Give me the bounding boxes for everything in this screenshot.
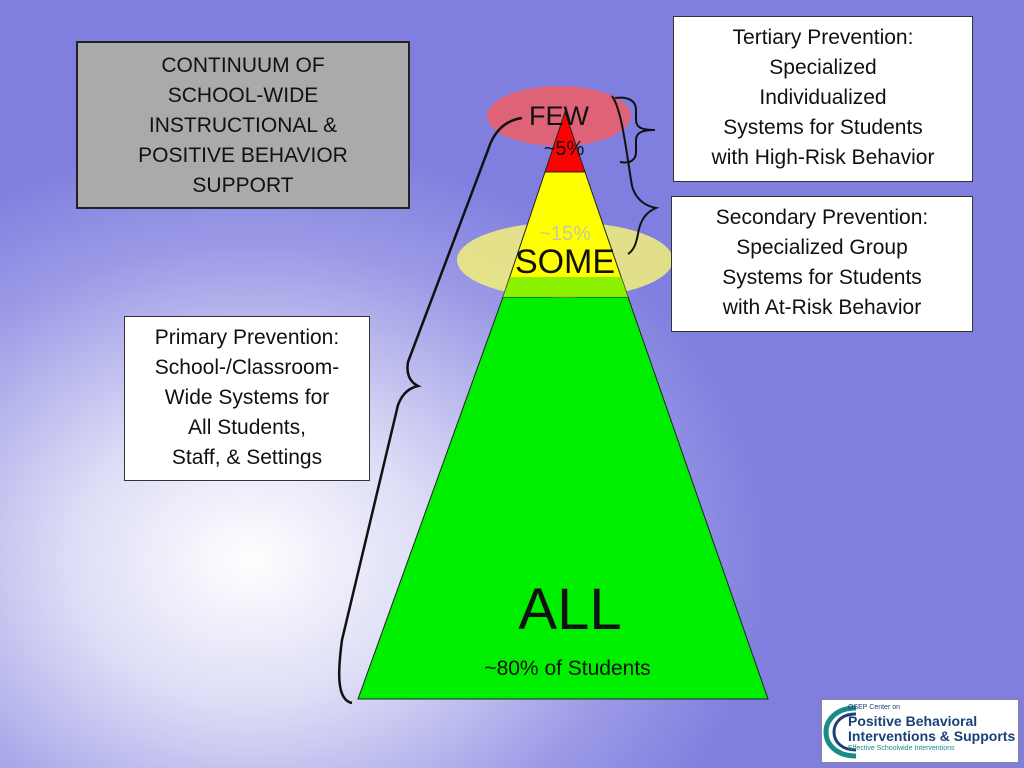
tertiary-brace bbox=[614, 96, 656, 164]
title-line: POSITIVE BEHAVIOR bbox=[138, 144, 348, 167]
secondary-line: Secondary Prevention: bbox=[715, 206, 929, 229]
tertiary-line: Individualized bbox=[759, 86, 887, 109]
pyramid-tier-few bbox=[544, 110, 586, 173]
few-percent: ~5% bbox=[543, 138, 585, 160]
secondary-line: Systems for Students bbox=[722, 266, 922, 289]
all-label: ALL bbox=[518, 577, 622, 642]
tertiary-line: with High-Risk Behavior bbox=[711, 146, 935, 169]
tertiary-line: Tertiary Prevention: bbox=[732, 26, 914, 49]
tertiary-line: Systems for Students bbox=[723, 116, 923, 139]
some-percent: ~15% bbox=[539, 223, 591, 245]
tertiary-prevention-box: Tertiary Prevention: Specialized Individ… bbox=[673, 16, 973, 182]
pbis-logo: OSEP Center on Positive Behavioral Inter… bbox=[821, 699, 1019, 763]
secondary-line: Specialized Group bbox=[736, 236, 908, 259]
logo-line4: Effective Schoolwide Interventions bbox=[848, 745, 955, 752]
logo-line3: Interventions & Supports bbox=[848, 728, 1016, 744]
some-label: SOME bbox=[514, 243, 616, 281]
secondary-line: with At-Risk Behavior bbox=[722, 296, 922, 319]
primary-line: School-/Classroom- bbox=[154, 356, 340, 379]
title-line: INSTRUCTIONAL & bbox=[148, 114, 338, 137]
secondary-prevention-box: Secondary Prevention: Specialized Group … bbox=[671, 196, 973, 332]
title-box: CONTINUUM OF SCHOOL-WIDE INSTRUCTIONAL &… bbox=[76, 41, 410, 209]
title-line: SUPPORT bbox=[192, 174, 294, 197]
few-highlight-ellipse bbox=[487, 86, 631, 146]
secondary-brace bbox=[611, 95, 660, 255]
primary-line: Staff, & Settings bbox=[171, 446, 323, 469]
primary-line: All Students, bbox=[188, 416, 306, 439]
primary-prevention-box: Primary Prevention: School-/Classroom- W… bbox=[124, 316, 370, 481]
primary-line: Primary Prevention: bbox=[154, 326, 340, 349]
primary-line: Wide Systems for bbox=[164, 386, 330, 409]
all-percent: ~80% of Students bbox=[484, 657, 651, 680]
title-line: SCHOOL-WIDE bbox=[167, 84, 319, 107]
title-line: CONTINUUM OF bbox=[161, 54, 325, 77]
tertiary-line: Specialized bbox=[769, 56, 877, 79]
logo-line1: OSEP Center on bbox=[848, 704, 901, 711]
pbis-logo-mark bbox=[823, 705, 857, 759]
logo-line2: Positive Behavioral bbox=[848, 713, 978, 729]
primary-brace bbox=[338, 116, 523, 705]
few-label: FEW bbox=[529, 101, 589, 131]
